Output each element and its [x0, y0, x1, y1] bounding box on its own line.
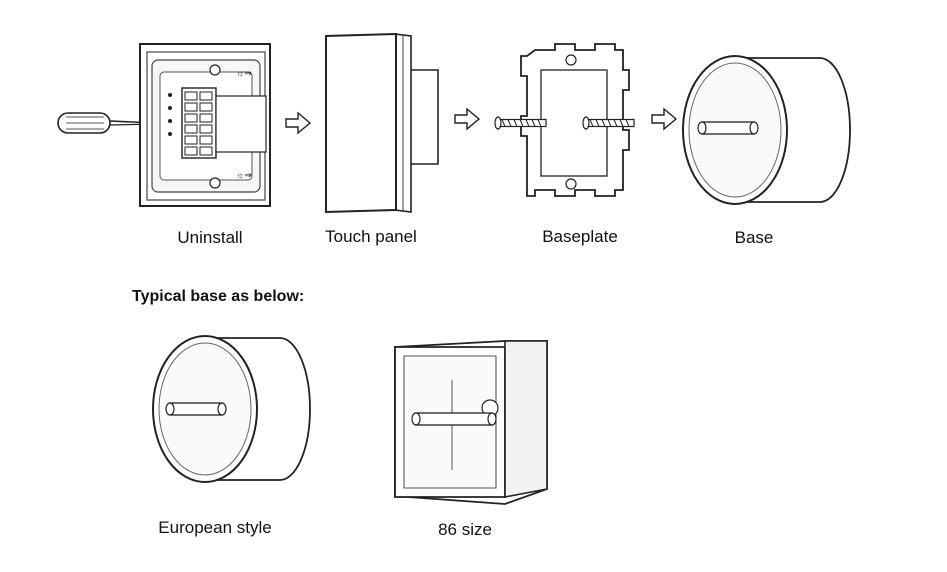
step-label-baseplate: Baseplate	[542, 227, 618, 246]
step-label-uninstall: Uninstall	[177, 228, 243, 247]
base-illustration	[682, 55, 851, 205]
uninstall-illustration: ☼⇒ ☼⇒	[57, 43, 271, 207]
arrow-right-icon	[285, 111, 312, 135]
step-label-touch-panel: Touch panel	[325, 227, 417, 246]
svg-text:☼⇒: ☼⇒	[236, 170, 252, 180]
base-label-86-size: 86 size	[438, 520, 492, 539]
step-label-base: Base	[734, 228, 774, 247]
touch-panel-illustration	[325, 32, 439, 214]
screwdriver-icon	[57, 112, 156, 134]
baseplate-illustration	[494, 43, 635, 197]
section-heading: Typical base as below:	[132, 288, 305, 305]
arrow-right-icon	[454, 107, 481, 131]
size-86-base-illustration	[394, 340, 548, 505]
arrow-right-icon	[651, 107, 678, 131]
european-style-base-illustration	[152, 335, 311, 483]
base-label-european-style: European style	[158, 518, 272, 537]
svg-text:☼⇒: ☼⇒	[236, 68, 252, 78]
